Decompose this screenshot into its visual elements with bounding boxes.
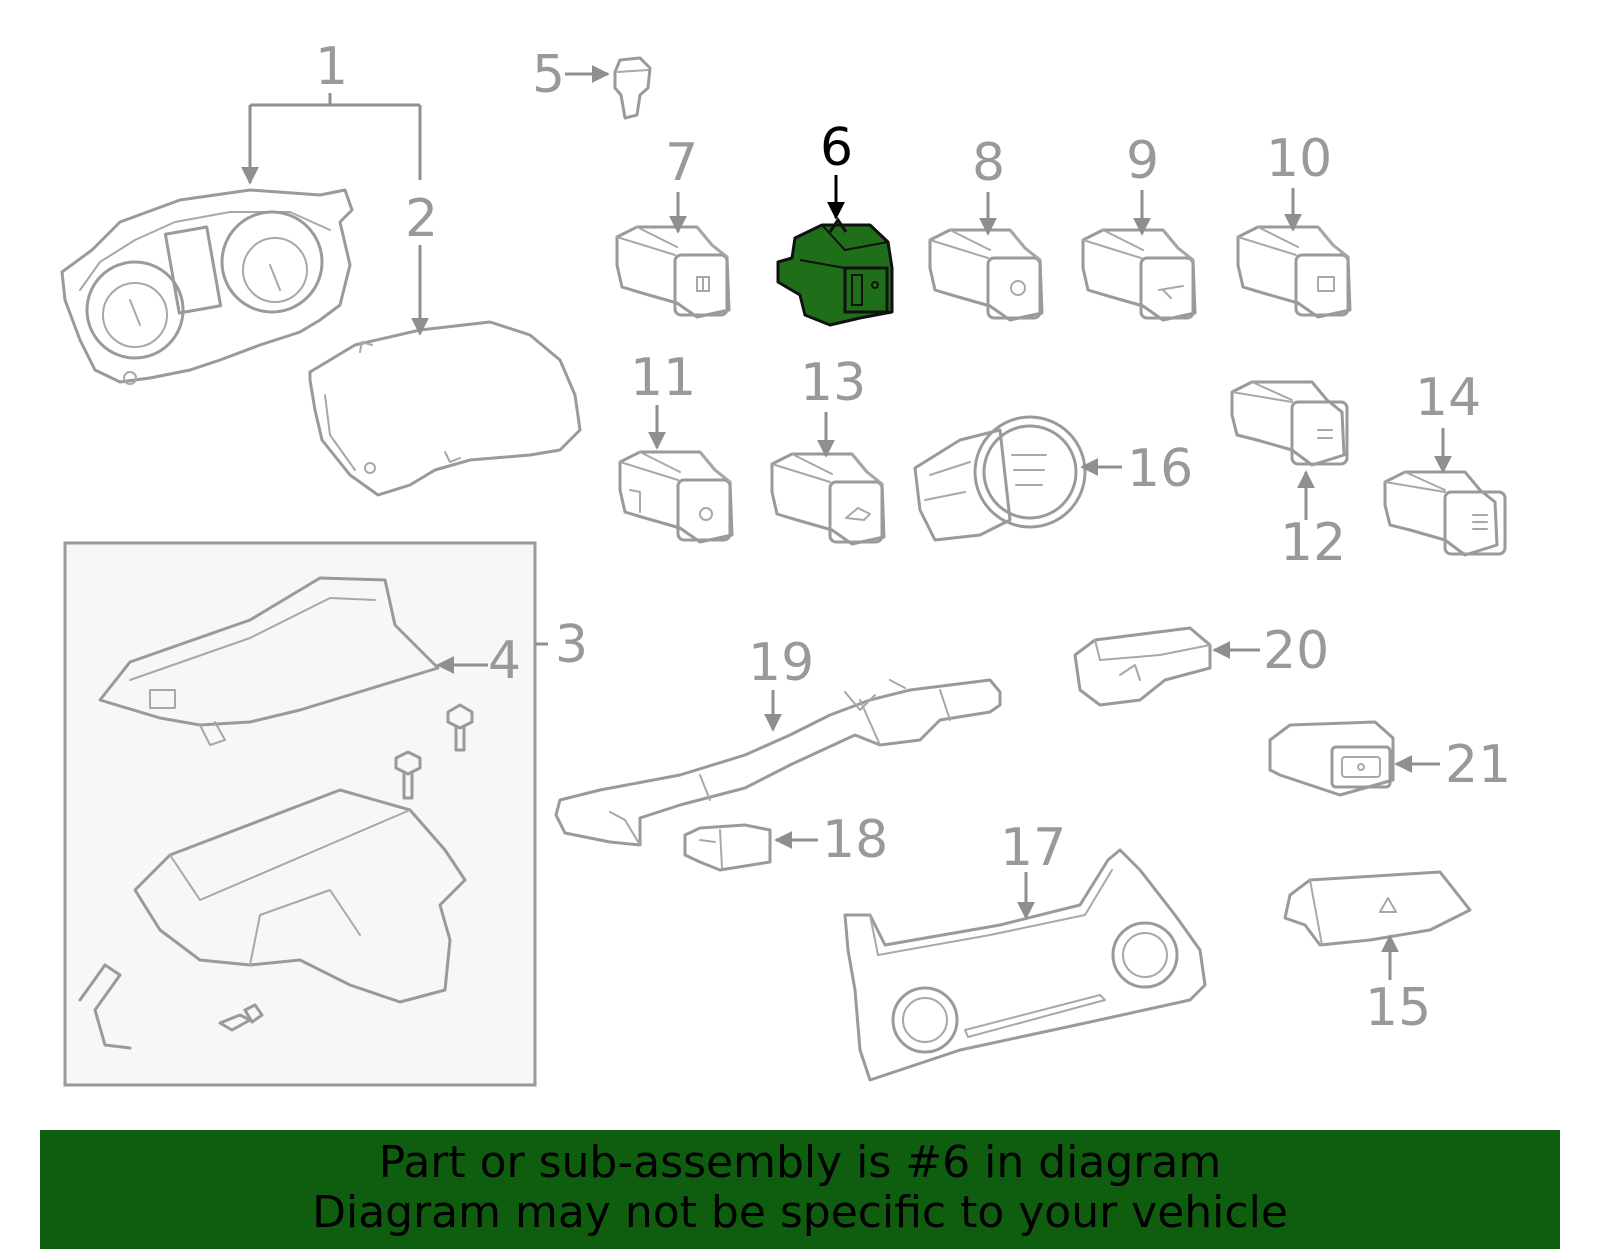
banner-line-disclaimer: Diagram may not be specific to your vehi… bbox=[312, 1187, 1288, 1238]
callout-2: 2 bbox=[405, 189, 438, 249]
callout-16: 16 bbox=[1127, 439, 1193, 499]
callout-13: 13 bbox=[800, 353, 866, 413]
switch-part-8[interactable] bbox=[928, 228, 1044, 322]
callout-15: 15 bbox=[1365, 978, 1431, 1038]
switch-part-13[interactable] bbox=[770, 452, 886, 546]
clip-part[interactable] bbox=[613, 56, 652, 120]
switch-part-10[interactable] bbox=[1236, 225, 1352, 319]
glove-box-assembly-box bbox=[63, 541, 548, 1087]
instrument-cluster-part[interactable] bbox=[60, 188, 354, 385]
info-banner: Part or sub-assembly is #6 in diagram Di… bbox=[40, 1130, 1560, 1249]
push-start-switch-part[interactable] bbox=[913, 415, 1087, 542]
switch-part-21[interactable] bbox=[1268, 720, 1395, 797]
center-bezel-part[interactable] bbox=[843, 848, 1207, 1082]
switch-part-11[interactable] bbox=[618, 450, 734, 544]
callout-17: 17 bbox=[1000, 818, 1066, 878]
callout-20: 20 bbox=[1263, 621, 1329, 681]
glove-box-door-part[interactable] bbox=[98, 576, 440, 746]
bolt-parts[interactable] bbox=[218, 703, 474, 1032]
highlighted-switch-part-6[interactable] bbox=[776, 217, 894, 327]
callout-19: 19 bbox=[748, 633, 814, 693]
glove-box-housing-part[interactable] bbox=[78, 788, 467, 1050]
callout-5: 5 bbox=[532, 45, 565, 105]
switch-part-7[interactable] bbox=[615, 225, 731, 319]
stalk-switch-part[interactable] bbox=[554, 678, 1002, 847]
callout-7: 7 bbox=[665, 133, 698, 193]
callout-11: 11 bbox=[630, 348, 696, 408]
callout-9: 9 bbox=[1126, 131, 1159, 191]
banner-line-part-number: Part or sub-assembly is #6 in diagram bbox=[378, 1137, 1222, 1188]
callout-10: 10 bbox=[1266, 129, 1332, 189]
callout-14: 14 bbox=[1415, 368, 1481, 428]
callout-6: 6 bbox=[820, 118, 853, 178]
sensor-part-20[interactable] bbox=[1073, 626, 1212, 707]
callout-1: 1 bbox=[315, 37, 348, 97]
switch-part-12[interactable] bbox=[1230, 380, 1349, 467]
hazard-switch-part[interactable] bbox=[1283, 870, 1472, 947]
callout-4: 4 bbox=[488, 631, 521, 691]
callout-21: 21 bbox=[1445, 735, 1511, 795]
switch-part-14[interactable] bbox=[1383, 470, 1507, 557]
callout-8: 8 bbox=[972, 133, 1005, 193]
connector-part-18[interactable] bbox=[683, 823, 772, 872]
switch-part-9[interactable] bbox=[1081, 228, 1197, 322]
cluster-lens-part[interactable] bbox=[308, 320, 582, 497]
leader-lines-1-2 bbox=[250, 93, 429, 336]
callout-12: 12 bbox=[1280, 513, 1346, 573]
callout-18: 18 bbox=[822, 810, 888, 870]
callout-3: 3 bbox=[555, 615, 588, 675]
